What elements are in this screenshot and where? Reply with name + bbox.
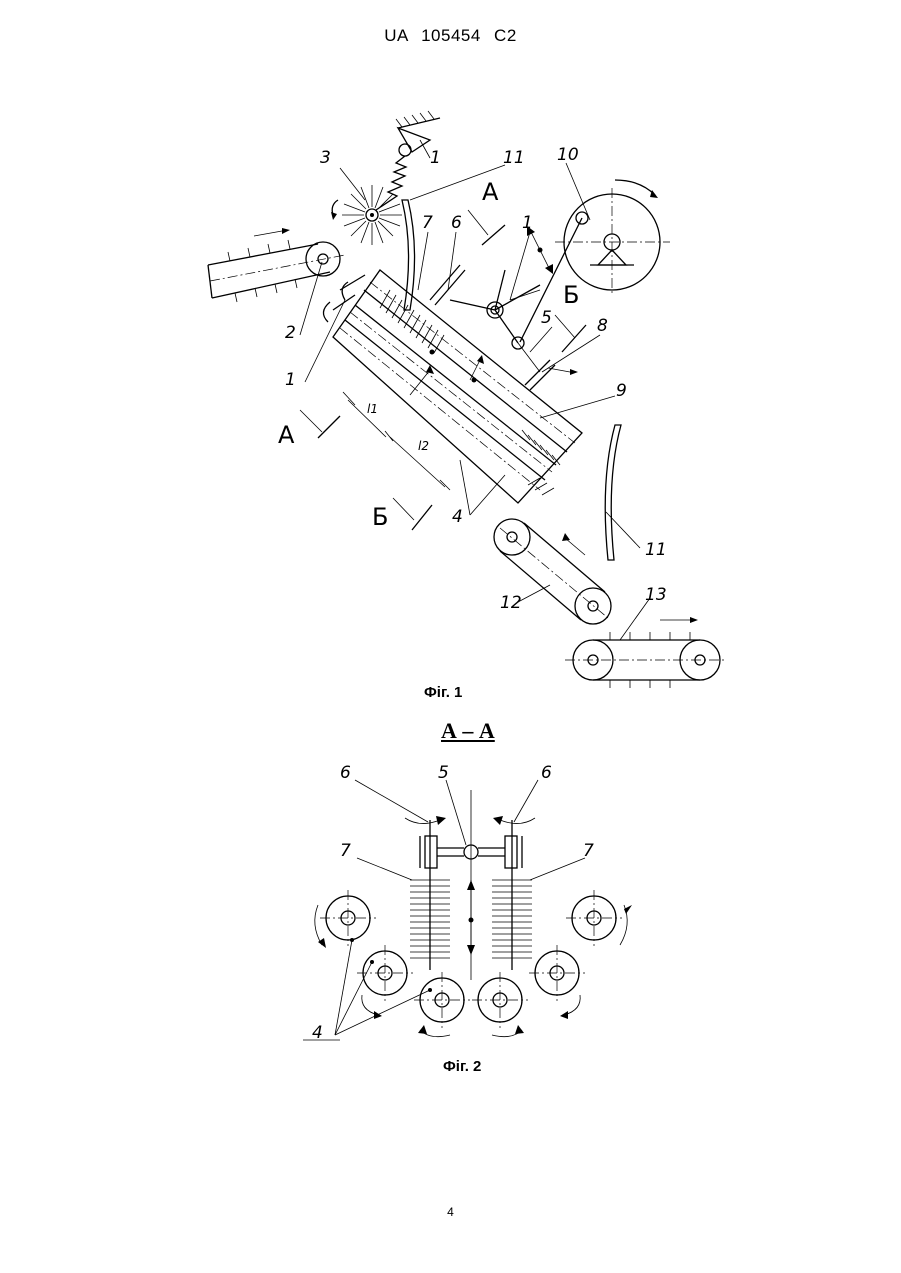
fig2-label-6-right: 6 bbox=[541, 763, 552, 783]
roller-left-3 bbox=[414, 972, 470, 1028]
fig2-label-5: 5 bbox=[438, 763, 449, 783]
page-number: 4 bbox=[0, 1205, 901, 1219]
rotation-arrows bbox=[315, 905, 632, 1037]
roller-right-3 bbox=[472, 972, 528, 1028]
fig2-label-7-right: 7 bbox=[583, 841, 594, 861]
fig2-label-4: 4 bbox=[312, 1023, 323, 1043]
left-rotor bbox=[405, 816, 446, 970]
figure-2-caption: Фіг. 2 bbox=[443, 1058, 481, 1075]
roller-left-2 bbox=[357, 945, 413, 1001]
fig2-label-6-left: 6 bbox=[340, 763, 351, 783]
roller-left-1 bbox=[320, 890, 376, 946]
roller-right-1 bbox=[566, 890, 622, 946]
right-rotor bbox=[493, 816, 535, 970]
fig2-label-7-left: 7 bbox=[340, 841, 351, 861]
roller-right-2 bbox=[529, 945, 585, 1001]
